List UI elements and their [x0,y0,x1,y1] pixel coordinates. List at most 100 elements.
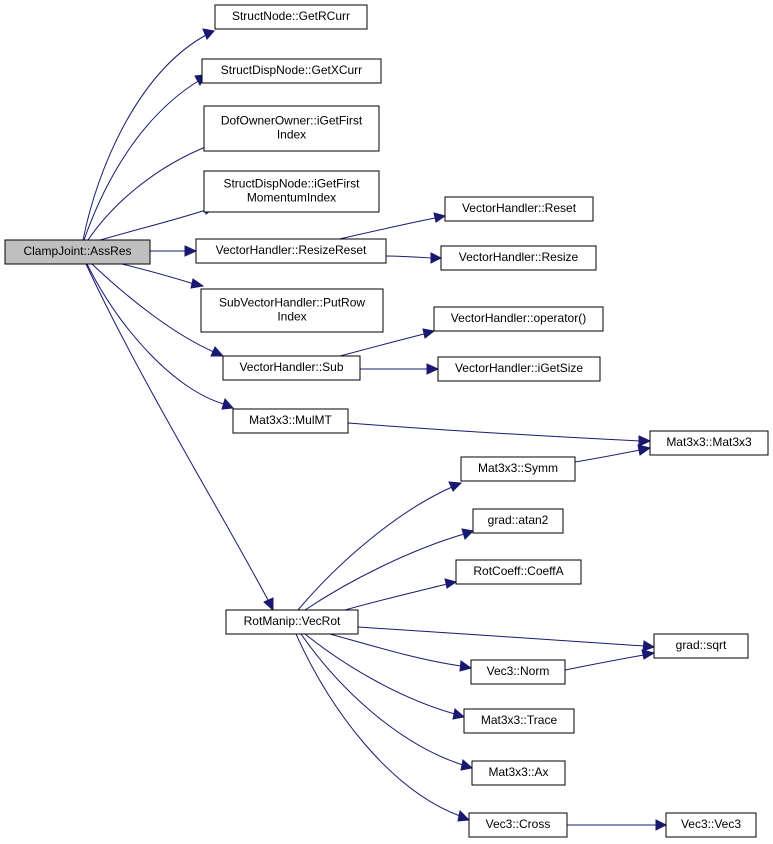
node-vectorhandler-resizereset[interactable]: VectorHandler::ResizeReset [195,238,387,264]
node-label: ClampJoint::AssRes [23,244,131,258]
node-label: StructNode::GetRCurr [232,9,350,23]
node-label-line: Vec3::Cross [486,817,551,831]
edge-root-igetfirstmomentumindex [99,204,216,241]
edge-root-putrowindex [121,263,205,289]
edge-vecrot-symm [297,481,463,611]
node-label: Mat3x3::Ax [488,765,548,779]
node-label-line: VectorHandler::ResizeReset [216,243,367,257]
edge-root-vecrot [85,263,274,612]
node-mat3x3-ax[interactable]: Mat3x3::Ax [471,760,566,786]
node-vectorhandler-resize[interactable]: VectorHandler::Resize [440,245,597,271]
node-label: VectorHandler::Resize [459,250,579,264]
node-vectorhandler-sub[interactable]: VectorHandler::Sub [222,355,361,381]
node-label: grad::sqrt [676,638,727,652]
node-label-line: StructDispNode::iGetFirst [223,177,360,191]
edge-root-igetfirstindex [87,140,217,241]
edge-root-getrcurr [82,28,215,241]
node-label: Vec3::Norm [487,664,550,678]
edge-vecrot-sqrt [357,626,656,652]
node-grad-atan2[interactable]: grad::atan2 [472,508,564,534]
node-label-line: Mat3x3::Ax [488,765,548,779]
node-label: Vec3::Vec3 [681,817,741,831]
node-label-line: DofOwnerOwner::iGetFirst [221,114,363,128]
node-label-line: Index [277,310,306,324]
node-label-line: Vec3::Norm [487,664,550,678]
node-label-line: SubVectorHandler::PutRow [219,296,365,310]
edge-resizereset-resize [385,252,443,264]
edge-resizereset-reset [334,212,447,241]
node-vectorhandler-operator[interactable]: VectorHandler::operator() [433,306,604,332]
node-mat3x3-symm[interactable]: Mat3x3::Symm [460,456,576,482]
node-mat3x3-trace[interactable]: Mat3x3::Trace [463,708,575,734]
node-label-line: Mat3x3::Symm [478,461,558,475]
node-label: RotManip::VecRot [244,614,341,628]
node-structnode-getrcurr[interactable]: StructNode::GetRCurr [214,4,368,30]
node-vec3-cross[interactable]: Vec3::Cross [468,812,568,838]
node-label: StructDispNode::GetXCurr [221,63,362,77]
node-grad-sqrt[interactable]: grad::sqrt [653,633,749,659]
node-label-line: grad::atan2 [488,513,549,527]
node-label: VectorHandler::ResizeReset [216,243,367,257]
edge-root-getxcurr [83,74,206,241]
node-label: Mat3x3::MulMT [249,413,332,427]
node-label-line: VectorHandler::Resize [459,250,579,264]
node-label-line: VectorHandler::iGetSize [455,361,583,375]
node-label: Vec3::Cross [486,817,551,831]
node-label: Mat3x3::Symm [478,461,558,475]
edge-mulmt-mat3x3 [347,422,652,447]
node-label-line: ClampJoint::AssRes [23,244,131,258]
node-vec3-norm[interactable]: Vec3::Norm [470,659,566,685]
node-structdispnode-getxcurr[interactable]: StructDispNode::GetXCurr [201,58,382,84]
node-label-line: StructDispNode::GetXCurr [221,63,362,77]
node-label: Mat3x3::Trace [481,713,558,727]
edge-sub-igetsize [360,363,440,375]
node-label-line: grad::sqrt [676,638,727,652]
node-label-line: Mat3x3::Trace [481,713,558,727]
node-rotmanip-vecrot[interactable]: RotManip::VecRot [225,609,359,635]
node-label: VectorHandler::iGetSize [455,361,583,375]
edge-vecrot-trace [304,633,466,720]
node-label-line: Mat3x3::MulMT [249,413,332,427]
edge-root-sub [91,263,225,357]
node-mat3x3-mulmt[interactable]: Mat3x3::MulMT [232,408,349,434]
node-vectorhandler-reset[interactable]: VectorHandler::Reset [444,196,594,222]
node-label-line: Vec3::Vec3 [681,817,741,831]
node-label: Mat3x3::Mat3x3 [666,435,752,449]
node-label: VectorHandler::Reset [462,201,577,215]
node-label-line: Mat3x3::Mat3x3 [666,435,752,449]
node-vectorhandler-igetsize[interactable]: VectorHandler::iGetSize [437,356,601,382]
edge-norm-sqrt [564,649,656,671]
node-label-line: RotManip::VecRot [244,614,341,628]
node-mat3x3-mat3x3[interactable]: Mat3x3::Mat3x3 [649,430,769,456]
edge-vecrot-atan2 [304,528,475,611]
edge-symm-mat3x3 [574,444,652,463]
node-vec3-vec3[interactable]: Vec3::Vec3 [665,812,757,838]
edge-vecrot-ax [300,633,474,771]
edge-sub-operator [339,328,436,357]
node-label: VectorHandler::operator() [451,311,586,325]
edge-vecrot-cross [295,633,471,822]
node-rotcoeff-coeffa[interactable]: RotCoeff::CoeffA [455,559,582,585]
node-label-line: MomentumIndex [247,191,336,205]
edge-cross-vec3 [567,819,668,831]
node-label-line: Index [277,128,306,142]
node-clampjoint-assres[interactable]: ClampJoint::AssRes [4,239,151,265]
edge-root-resizereset [150,245,198,257]
node-label: VectorHandler::Sub [239,360,343,374]
edge-vecrot-norm [329,633,473,672]
edge-vecrot-coeffa [344,578,458,611]
node-label: grad::atan2 [488,513,549,527]
node-label-line: VectorHandler::Reset [462,201,577,215]
node-label: RotCoeff::CoeffA [473,564,563,578]
edge-root-mulmt [86,263,235,410]
node-label-line: StructNode::GetRCurr [232,9,350,23]
node-label-line: VectorHandler::Sub [239,360,343,374]
node-label-line: RotCoeff::CoeffA [473,564,563,578]
